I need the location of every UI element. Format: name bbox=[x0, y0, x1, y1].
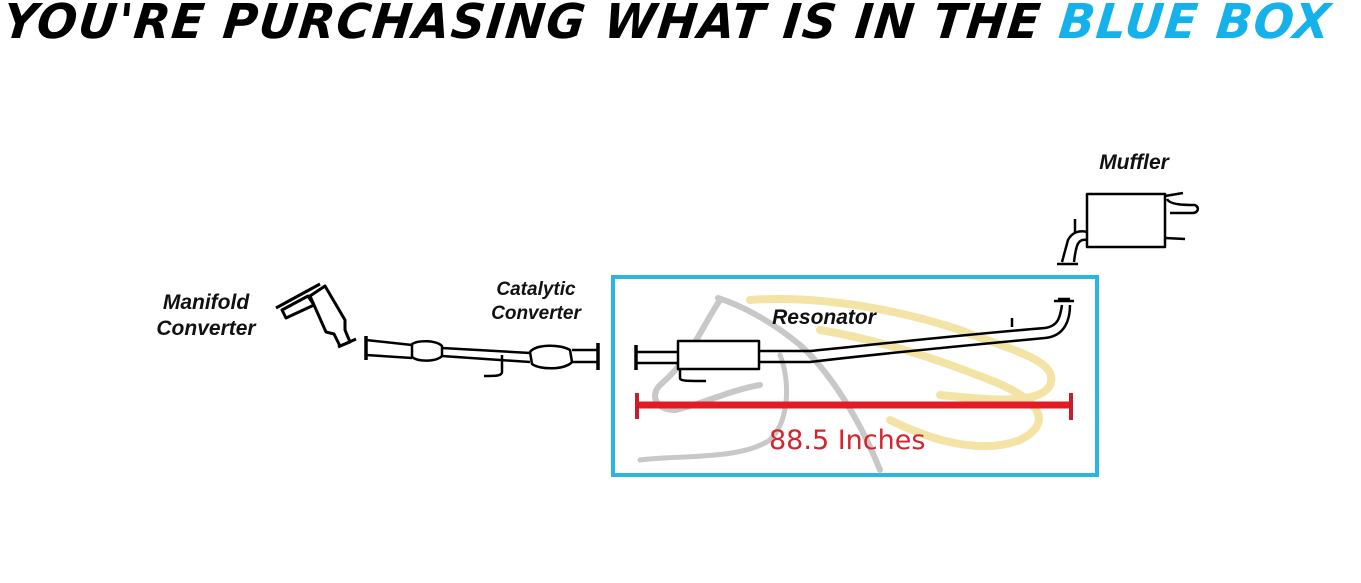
manifold-converter-drawing bbox=[275, 282, 357, 349]
label-manifold-converter: Manifold Converter bbox=[146, 290, 266, 342]
label-line: Converter bbox=[156, 317, 256, 340]
measurement-bar bbox=[635, 393, 1073, 420]
label-line: Converter bbox=[491, 303, 581, 324]
resonator-drawing bbox=[634, 297, 1074, 383]
label-line: Resonator bbox=[772, 306, 876, 329]
muffler-drawing bbox=[1057, 191, 1200, 266]
label-resonator: Resonator bbox=[754, 305, 894, 331]
highlight-box bbox=[611, 275, 1099, 477]
label-line: Muffler bbox=[1099, 151, 1169, 174]
label-line: Manifold bbox=[162, 291, 250, 314]
catalytic-converter-drawing bbox=[364, 336, 600, 378]
label-catalytic-converter: Catalytic Converter bbox=[476, 278, 596, 326]
label-line: Catalytic bbox=[496, 279, 576, 300]
label-muffler: Muffler bbox=[1084, 150, 1184, 176]
measurement-label: 88.5 Inches bbox=[769, 425, 926, 456]
